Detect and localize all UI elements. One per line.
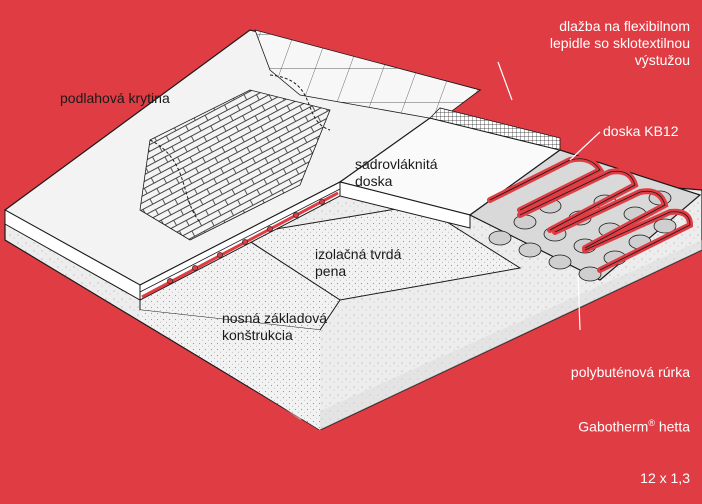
pipe-registered-mark: ® — [648, 418, 655, 428]
label-board-kb12: doska KB12 — [603, 123, 679, 139]
gypsum-board — [338, 107, 562, 229]
pipe-name: polybuténová rúrka — [570, 364, 690, 380]
label-gypsum-board: sadrovláknitá doska — [355, 156, 438, 189]
label-pipe: polybuténová rúrka Gabotherm® hetta 12 x… — [480, 330, 690, 504]
label-tiles: dlažba na flexibilnom lepidle so sklotex… — [549, 18, 690, 68]
leader-lines — [497, 61, 601, 331]
kb12-board — [468, 149, 702, 282]
label-floor-covering: podlahová krytina — [60, 90, 170, 106]
heating-dots — [167, 199, 325, 284]
pipe-brand-line: Gabotherm® hetta — [480, 415, 690, 436]
floor-heating-diagram: podlahová krytina dlažba na flexibilnom … — [3, 18, 702, 486]
pipe-size: 12 x 1,3 — [640, 469, 690, 486]
insulation-layer — [139, 204, 522, 430]
pipe-brand-suffix: hetta — [654, 418, 690, 435]
label-base-structure: nosná základová konštrukcia — [222, 310, 328, 343]
layers-illustration — [3, 29, 702, 430]
label-insulation: izolačná tvrdá pena — [315, 246, 402, 279]
large-tiles — [254, 29, 481, 131]
brick-tiles — [139, 89, 331, 241]
pipe-brand: Gabotherm — [578, 418, 649, 435]
